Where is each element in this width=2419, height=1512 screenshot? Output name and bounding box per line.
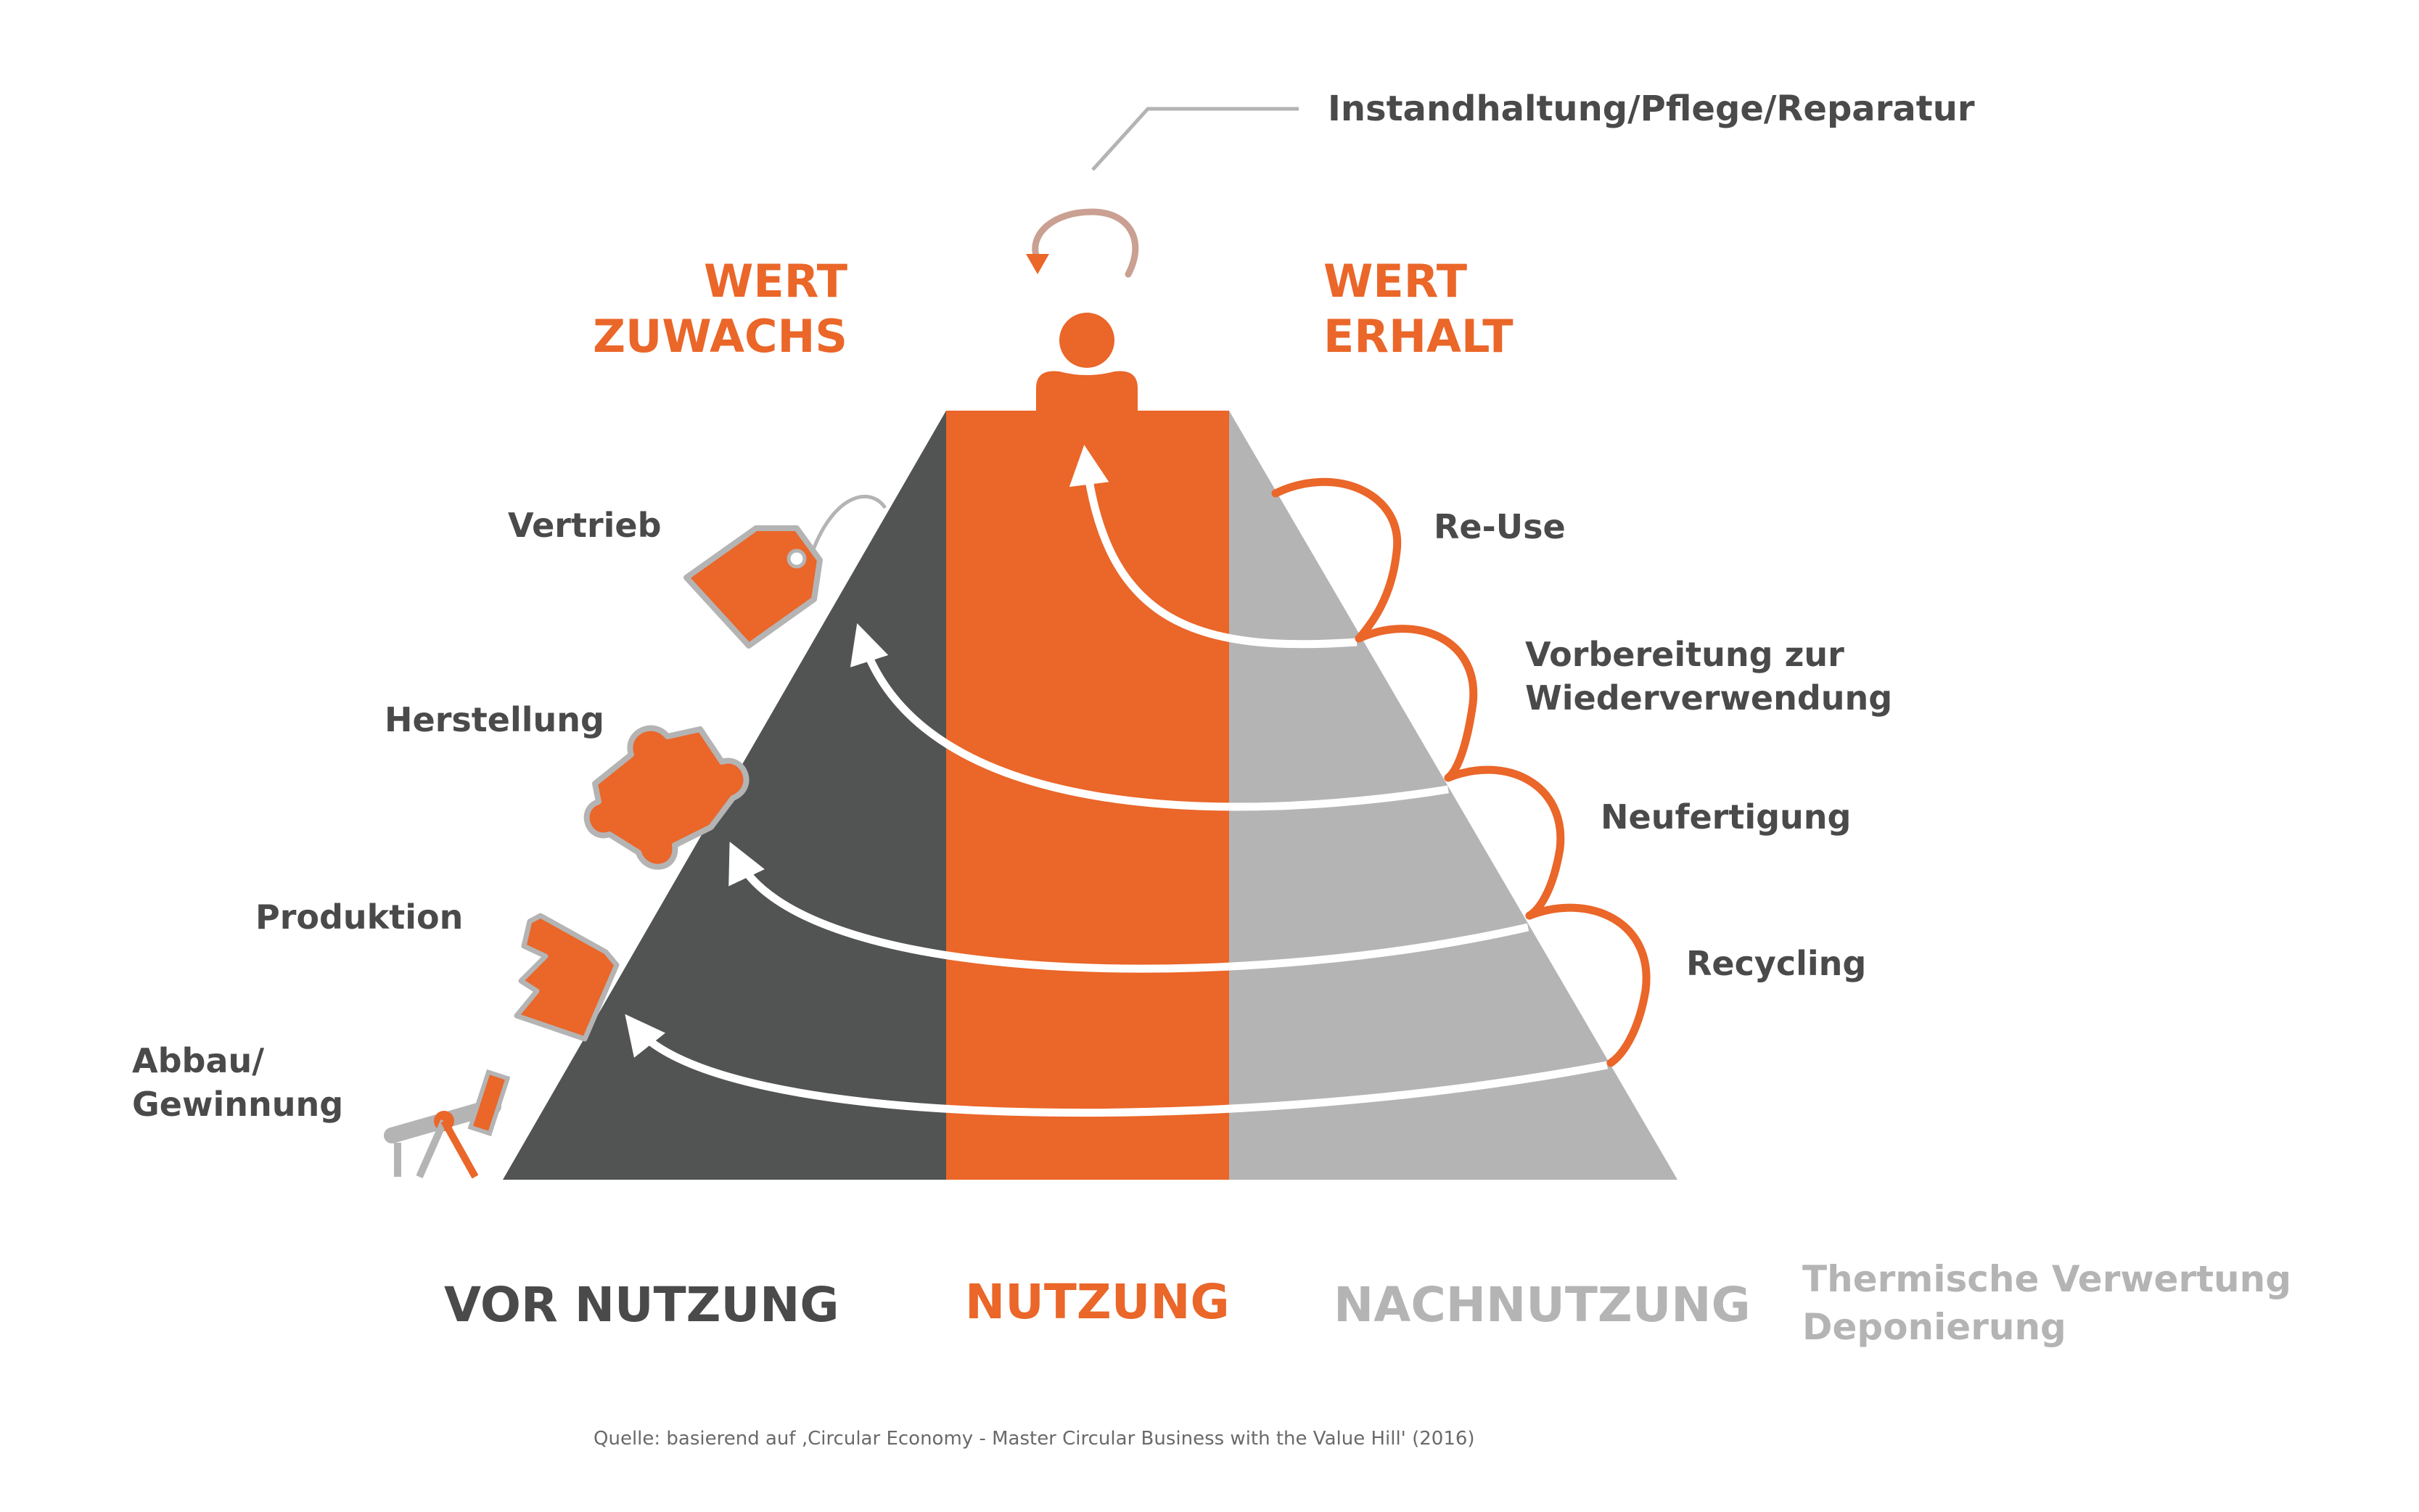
value-retention-label: WERT ERHALT <box>1323 254 1514 364</box>
preparation-reuse-label-line-1: Vorbereitung zur <box>1525 635 1844 674</box>
preparation-reuse-label: Vorbereitung zur Wiederverwendung <box>1525 633 1892 720</box>
value-retention-line-2: ERHALT <box>1323 310 1514 363</box>
recycling-label: Recycling <box>1686 942 1866 985</box>
landfill-label: Deponierung <box>1802 1306 2066 1348</box>
thermal-recovery-label: Thermische Verwertung <box>1802 1258 2291 1300</box>
remanufacturing-label: Neufertigung <box>1601 795 1851 839</box>
production-label-line-1: Produktion <box>255 897 464 937</box>
value-retention-line-1: WERT <box>1323 255 1467 308</box>
cycle-arrow-icon <box>1026 208 1139 278</box>
remanufacturing-label-line-1: Neufertigung <box>1601 797 1852 837</box>
puzzle-piece-icon <box>583 725 749 870</box>
source-note: Quelle: basierend auf ‚Circular Economy … <box>594 1428 1475 1450</box>
reuse-return-arrow <box>1069 445 1358 649</box>
factory-icon <box>514 913 620 1042</box>
post-use-stage-label: NACHNUTZUNG <box>1334 1277 1751 1333</box>
value-growth-label: WERT ZUWACHS <box>593 254 847 364</box>
post-use-section <box>1229 411 1677 1180</box>
manufacturing-label: Herstellung <box>385 698 604 741</box>
reuse-loop <box>1271 477 1402 643</box>
remanufacturing-return-arrow <box>728 842 1529 973</box>
value-growth-line-1: WERT <box>704 255 847 308</box>
recycling-label-line-1: Recycling <box>1686 944 1867 983</box>
recycling-loop <box>1525 903 1651 1067</box>
maintenance-label: Instandhaltung/Pflege/Reparatur <box>1328 89 1975 129</box>
reuse-label-line-1: Re-Use <box>1434 507 1566 546</box>
extraction-label: Abbau/ Gewinnung <box>132 1039 343 1126</box>
end-of-life-label: Thermische Verwertung Deponierung <box>1802 1255 2291 1351</box>
extraction-label-line-1: Abbau/ <box>132 1041 265 1080</box>
preparation-return-arrow <box>850 623 1449 811</box>
maintenance-leader-line <box>1091 107 1299 171</box>
person-icon <box>1036 313 1138 411</box>
remanufacturing-loop <box>1444 765 1565 920</box>
distribution-label-line-1: Vertrieb <box>508 506 662 545</box>
use-stage-label: NUTZUNG <box>965 1274 1230 1330</box>
price-tag-icon <box>683 495 887 649</box>
value-growth-line-2: ZUWACHS <box>593 310 847 363</box>
extraction-label-line-2: Gewinnung <box>132 1085 344 1124</box>
recycling-return-arrow <box>625 1014 1609 1117</box>
reuse-label: Re-Use <box>1434 505 1566 548</box>
manufacturing-label-line-1: Herstellung <box>385 700 604 739</box>
preparation-loop <box>1355 625 1478 782</box>
oil-pump-icon <box>384 1069 511 1179</box>
distribution-label: Vertrieb <box>508 504 662 547</box>
preparation-reuse-label-line-2: Wiederverwendung <box>1525 678 1893 718</box>
production-label: Produktion <box>255 895 463 939</box>
pre-use-stage-label: VOR NUTZUNG <box>444 1277 839 1333</box>
